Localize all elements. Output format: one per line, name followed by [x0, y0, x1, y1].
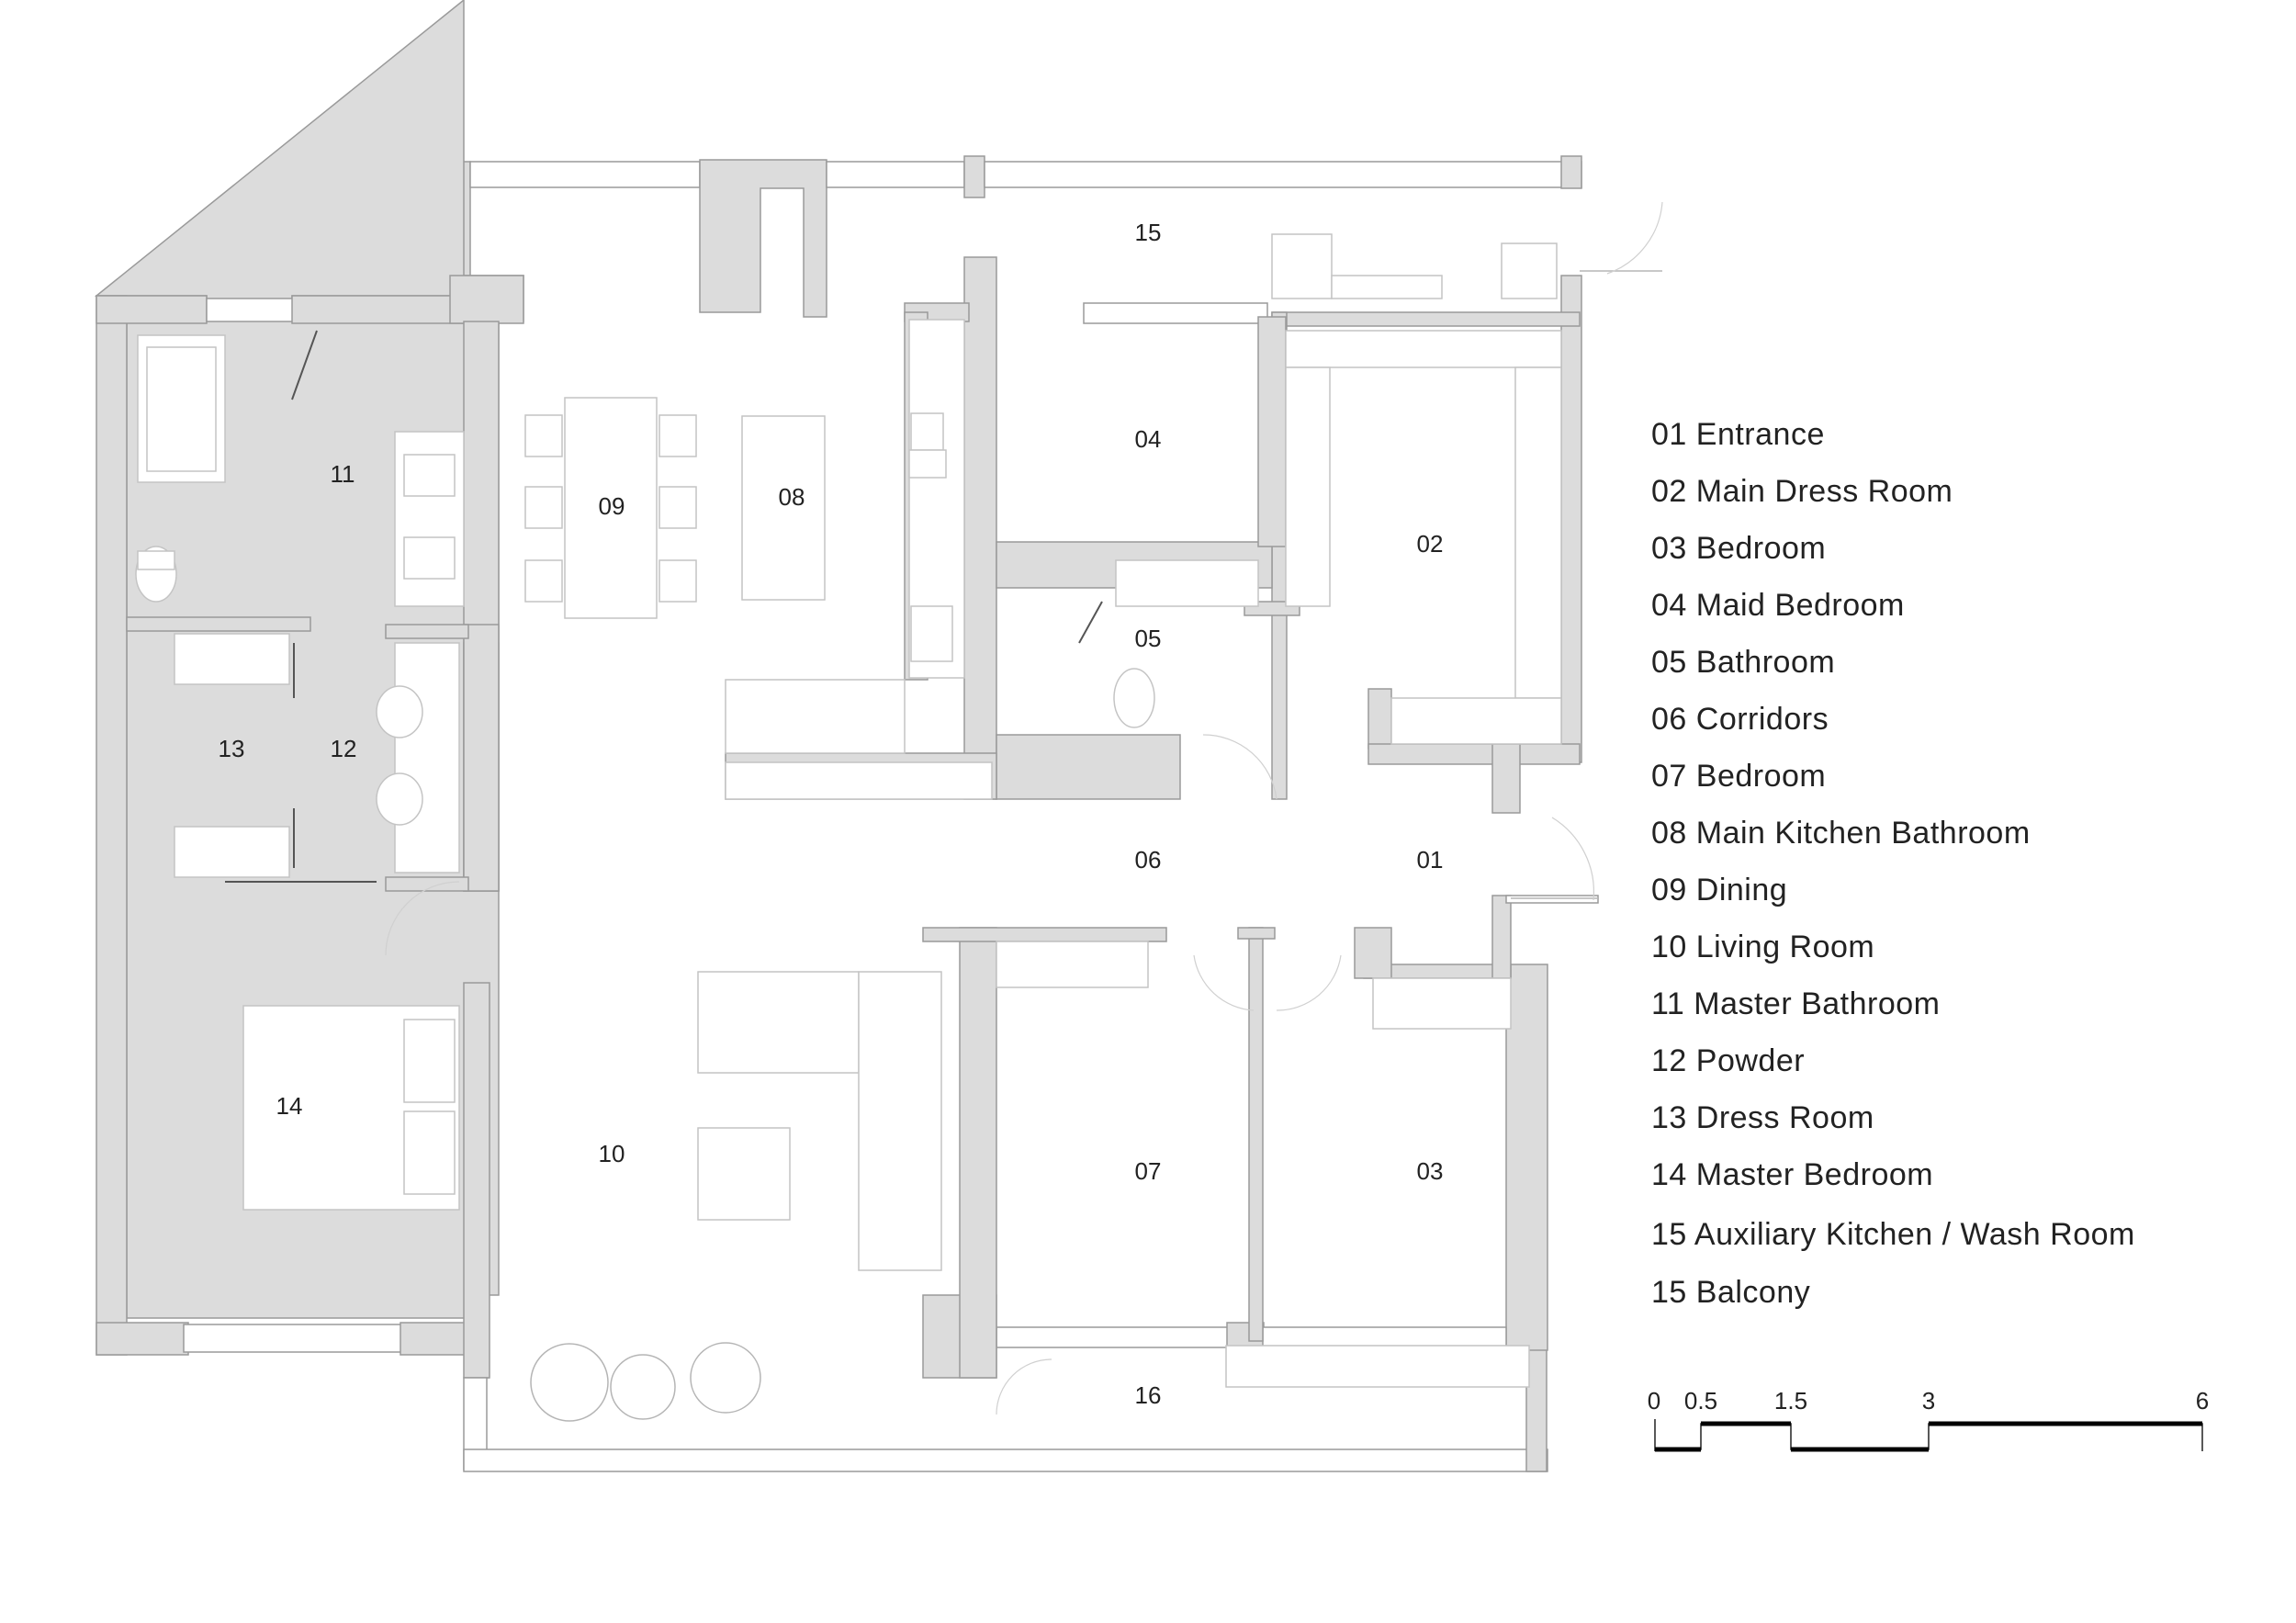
room-label-08: 08	[779, 483, 805, 511]
legend-item: 13 Dress Room	[1651, 1100, 1874, 1135]
legend-item: 07 Bedroom	[1651, 759, 1826, 794]
room-label-16: 16	[1135, 1381, 1162, 1409]
room-label-12: 12	[331, 735, 357, 762]
room-label-09: 09	[599, 492, 625, 520]
room-label-01: 01	[1417, 846, 1444, 873]
legend-item: 12 Powder	[1651, 1043, 1805, 1078]
doors	[225, 201, 1663, 1415]
scale-tick-label: 0.5	[1684, 1387, 1717, 1414]
legend-item: 01 Entrance	[1651, 417, 1825, 452]
room-label-07: 07	[1135, 1157, 1162, 1185]
legend-item: 04 Maid Bedroom	[1651, 588, 1905, 623]
legend: 01 Entrance 02 Main Dress Room 03 Bedroo…	[1651, 417, 2135, 1310]
room-label-14: 14	[276, 1092, 303, 1120]
room-label-05: 05	[1135, 625, 1162, 652]
room-labels: 15 04 02 11 09 08 05 13 12 06 01 14 10 0…	[219, 219, 1444, 1409]
scale-bar: 0 0.5 1.5 3 6	[1648, 1387, 2209, 1452]
room-label-03: 03	[1417, 1157, 1444, 1185]
room-label-13: 13	[219, 735, 245, 762]
scale-tick-label: 0	[1648, 1387, 1660, 1414]
room-label-04: 04	[1135, 425, 1162, 453]
legend-item: 08 Main Kitchen Bathroom	[1651, 816, 2031, 851]
legend-item: 06 Corridors	[1651, 702, 1829, 737]
scale-tick-label: 6	[2196, 1387, 2209, 1414]
room-label-15a: 15	[1135, 219, 1162, 246]
legend-item: 14 Master Bedroom	[1651, 1157, 1933, 1192]
legend-item: 10 Living Room	[1651, 930, 1874, 964]
room-label-06: 06	[1135, 846, 1162, 873]
scale-tick-label: 1.5	[1774, 1387, 1807, 1414]
legend-item: 05 Bathroom	[1651, 645, 1835, 680]
room-label-10: 10	[599, 1140, 625, 1167]
legend-item: 09 Dining	[1651, 873, 1787, 907]
outer-walls	[96, 256, 1599, 1472]
room-label-02: 02	[1417, 530, 1444, 558]
legend-item: 02 Main Dress Room	[1651, 474, 1953, 509]
scale-tick-label: 3	[1922, 1387, 1935, 1414]
legend-item: 15 Balcony	[1651, 1275, 1810, 1310]
legend-item: 15 Auxiliary Kitchen / Wash Room	[1651, 1217, 2135, 1252]
legend-item: 11 Master Bathroom	[1651, 986, 1941, 1021]
furniture	[135, 233, 1562, 1422]
legend-item: 03 Bedroom	[1651, 531, 1826, 566]
room-label-11: 11	[331, 460, 355, 488]
